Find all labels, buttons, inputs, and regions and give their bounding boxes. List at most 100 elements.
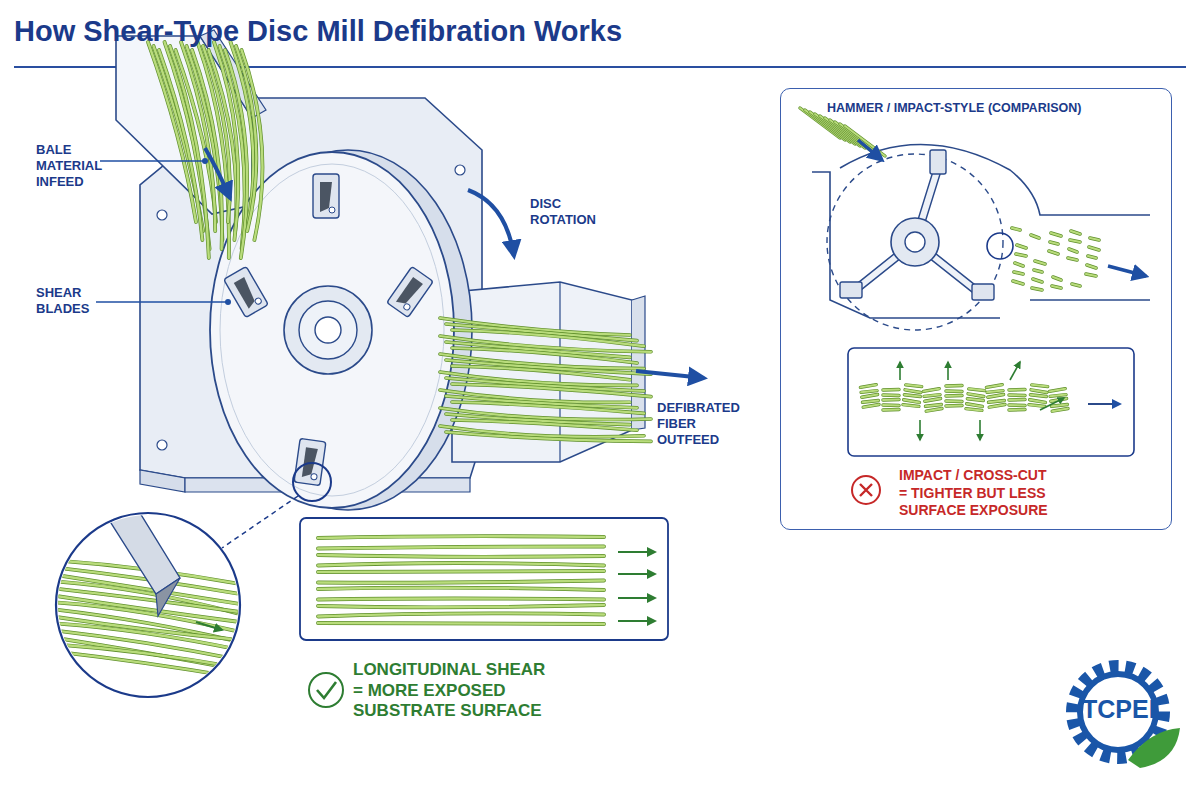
- fiber-strand: [946, 385, 962, 388]
- fiber-strand: [50, 595, 240, 622]
- fiber-strand: [1052, 404, 1068, 407]
- fiber-outline: [1086, 274, 1096, 276]
- zoom-leader: [222, 496, 298, 548]
- fiber-strand: [862, 395, 878, 398]
- fiber-outline: [318, 571, 604, 572]
- fiber-strand: [861, 390, 877, 393]
- zoom-marker: [293, 463, 331, 501]
- inset-fibers: [318, 536, 604, 624]
- fiber-outline: [967, 398, 983, 401]
- panel-heading: HAMMER / IMPACT-STYLE (COMPARISON): [827, 101, 1081, 117]
- fiber-outline: [1009, 398, 1025, 402]
- fiber-outline: [50, 595, 240, 622]
- fiber-strand: [1030, 400, 1046, 403]
- bolt: [254, 297, 262, 305]
- fiber-strand: [989, 400, 1005, 403]
- housing-base: [140, 470, 185, 492]
- fiber-chunk: [883, 390, 899, 411]
- outfeed-arrow: [1108, 266, 1146, 276]
- bolt: [329, 207, 335, 213]
- blade-edge: [396, 277, 423, 308]
- fiber-outline: [242, 50, 263, 240]
- fiber-strand: [1032, 384, 1048, 387]
- drawback-note: IMPACT / CROSS-CUT = TIGHTER BUT LESS SU…: [899, 467, 1054, 520]
- fiber-strand: [883, 404, 899, 407]
- fiber-strand: [318, 599, 604, 600]
- infeed-arrow: [205, 148, 230, 198]
- fiber-strand: [986, 385, 1002, 388]
- fiber-strand: [863, 404, 879, 407]
- fiber-outline: [883, 398, 899, 402]
- fiber-outline: [883, 403, 899, 407]
- bolt: [157, 210, 167, 220]
- fiber-outline: [1017, 245, 1026, 248]
- fiber-strand: [1052, 286, 1061, 288]
- fiber-outline: [1034, 270, 1042, 272]
- fiber-outline: [318, 563, 604, 566]
- fiber-outline: [1009, 408, 1025, 412]
- fiber-outline: [904, 400, 920, 403]
- fiber-strand: [883, 389, 899, 392]
- fiber-outline: [318, 536, 604, 538]
- shear-blade: [313, 174, 339, 218]
- blade-body: [104, 500, 180, 594]
- fiber-strand: [1009, 394, 1025, 397]
- fiber-outline: [318, 588, 604, 590]
- fiber-strand: [969, 388, 985, 391]
- shear-blade: [387, 267, 434, 318]
- fiber-strand: [1088, 256, 1096, 258]
- part-label: BALE MATERIAL INFEED: [36, 142, 111, 190]
- leader-line: [96, 301, 228, 303]
- fiber-strand: [1086, 274, 1096, 276]
- fiber-outline: [1069, 249, 1077, 252]
- fiber-outline: [923, 389, 939, 392]
- fiber-strand: [1052, 408, 1068, 411]
- fiber-outline: [946, 394, 962, 398]
- fiber-outline: [966, 408, 982, 411]
- fiber-outline: [1053, 277, 1061, 280]
- fiber-strand: [318, 563, 604, 566]
- fiber-outline: [50, 651, 240, 678]
- blade-holder: [294, 438, 326, 485]
- fiber-outline: [1009, 388, 1025, 392]
- fiber-outline: [1052, 404, 1068, 407]
- fiber-strand: [318, 613, 604, 616]
- fiber-chunk: [923, 389, 942, 412]
- flow-arrow: [196, 622, 222, 630]
- fiber-outline: [1090, 238, 1099, 240]
- fiber-outline: [969, 388, 985, 391]
- fiber-strand: [1009, 389, 1025, 392]
- leader-line: [100, 160, 205, 162]
- fiber-outline: [1049, 389, 1065, 392]
- fiber-outline: [1032, 288, 1042, 290]
- fiber-outline: [860, 385, 876, 388]
- fiber-strand: [905, 390, 921, 393]
- scatter-arrow: [1040, 398, 1064, 410]
- fiber-outline: [946, 404, 962, 408]
- fiber-outline: [1088, 256, 1096, 258]
- fiber-strand: [1049, 389, 1065, 392]
- comparison-inset: [848, 348, 1134, 456]
- fiber-outline: [906, 384, 922, 387]
- fiber-outline: [50, 616, 240, 640]
- fiber-strand: [968, 394, 984, 397]
- fiber-strand: [1071, 231, 1080, 234]
- fiber-chunk: [1009, 390, 1025, 411]
- flow-arrow: [618, 597, 655, 599]
- fiber-strand: [1029, 404, 1045, 407]
- fiber-strand: [1089, 247, 1099, 250]
- fiber-strand: [1012, 228, 1020, 230]
- fiber-strand: [242, 50, 263, 240]
- fiber-strand: [903, 404, 919, 407]
- fiber-strand: [318, 605, 604, 607]
- hammer-outlet: [1030, 299, 1150, 301]
- fiber-outline: [863, 404, 879, 407]
- fiber-strand: [1031, 235, 1039, 238]
- fiber-outline: [1071, 231, 1080, 234]
- fiber-strand: [318, 536, 604, 538]
- fiber-strand: [946, 390, 962, 393]
- fiber-outline: [1089, 247, 1099, 250]
- cross-mark: [860, 484, 872, 496]
- fiber-strand: [318, 581, 604, 583]
- fiber-outline: [1013, 281, 1023, 284]
